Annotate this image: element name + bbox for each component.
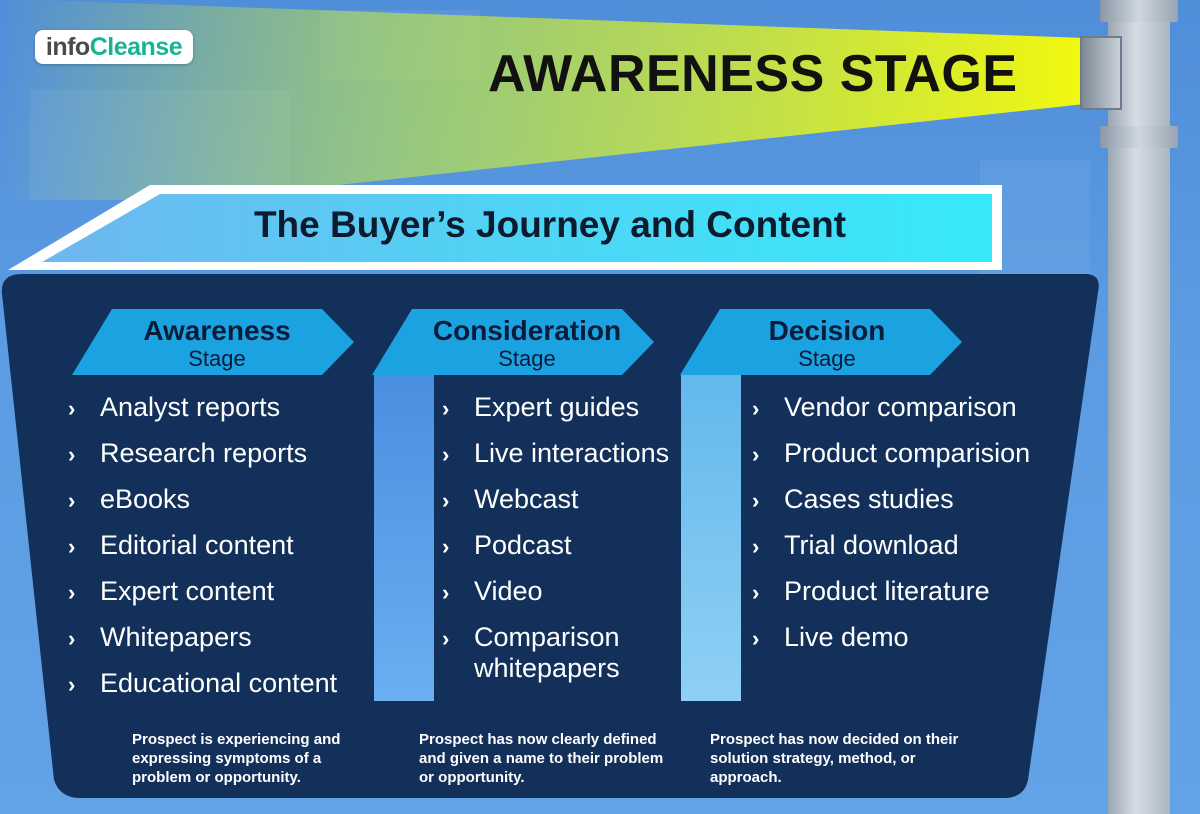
list-item: ›Webcast: [442, 484, 579, 514]
divider-bar: [681, 375, 741, 701]
awareness-description: Prospect is experiencing and expressing …: [132, 731, 341, 786]
chevron-right-icon: ›: [752, 580, 760, 605]
consideration-description: Prospect has now clearly defined and giv…: [419, 731, 664, 786]
chevron-right-icon: ›: [752, 626, 760, 651]
chevron-right-icon: ›: [442, 580, 450, 605]
list-item: ›Product literature: [752, 576, 990, 606]
awareness-stage-label: Awareness Stage: [112, 315, 322, 371]
lamp-head: [1080, 36, 1122, 110]
infocleanse-logo: infoCleanse: [35, 30, 193, 64]
list-item: ›Educational content: [68, 668, 338, 698]
chevron-right-icon: ›: [68, 672, 76, 697]
chevron-right-icon: ›: [752, 396, 760, 421]
stage-sub: Stage: [498, 346, 556, 371]
consideration-stage-arrow: [372, 309, 654, 375]
chevron-right-icon: ›: [442, 442, 450, 467]
list-item: ›Video: [442, 576, 543, 606]
chevron-right-icon: ›: [442, 396, 450, 421]
chevron-right-icon: ›: [68, 442, 76, 467]
consideration-content-list: ›Expert guides ›Live interactions ›Webca…: [442, 392, 682, 699]
list-item: ›Research reports: [68, 438, 308, 468]
chevron-right-icon: ›: [68, 580, 76, 605]
chevron-right-icon: ›: [68, 396, 76, 421]
chevron-right-icon: ›: [68, 626, 76, 651]
list-item: ›Podcast: [442, 530, 572, 560]
content-panel: [1, 274, 1099, 798]
list-item: ›Live demo: [752, 622, 909, 652]
decision-stage-arrow: [680, 309, 962, 375]
subtitle-banner: [8, 185, 1002, 270]
stage-name: Consideration: [432, 315, 622, 346]
decision-stage-label: Decision Stage: [722, 315, 932, 371]
chevron-right-icon: ›: [752, 534, 760, 559]
chevron-right-icon: ›: [68, 488, 76, 513]
decision-description: Prospect has now decided on their soluti…: [710, 731, 959, 786]
stage-name: Decision: [768, 315, 886, 346]
list-item: ›eBooks: [68, 484, 191, 514]
stage-sub: Stage: [798, 346, 856, 371]
subtitle: The Buyer’s Journey and Content: [253, 204, 847, 245]
awareness-content-list: ›Analyst reports ›Research reports ›eBoo…: [68, 392, 368, 714]
lamp-post-ring: [1100, 0, 1178, 22]
list-item: ›Trial download: [752, 530, 959, 560]
list-item: ›Comparison whitepapers: [442, 622, 620, 683]
list-item: ›Editorial content: [68, 530, 294, 560]
list-item: ›Expert guides: [442, 392, 640, 422]
chevron-right-icon: ›: [442, 626, 450, 651]
awareness-stage-arrow: [72, 309, 354, 375]
list-item: ›Product comparision: [752, 438, 1031, 468]
chevron-right-icon: ›: [442, 534, 450, 559]
chevron-right-icon: ›: [442, 488, 450, 513]
list-item: ›Expert content: [68, 576, 275, 606]
lamp-post-ring: [1100, 126, 1178, 148]
list-item: ›Whitepapers: [68, 622, 252, 652]
stage-sub: Stage: [188, 346, 246, 371]
list-item: ›Cases studies: [752, 484, 954, 514]
page-title: AWARENESS STAGE: [488, 45, 1018, 103]
list-item: ›Vendor comparison: [752, 392, 1017, 422]
chevron-right-icon: ›: [752, 488, 760, 513]
lamp-post: [1108, 0, 1170, 814]
list-item: ›Analyst reports: [68, 392, 281, 422]
consideration-stage-label: Consideration Stage: [414, 315, 640, 371]
divider-bar: [374, 375, 434, 701]
chevron-right-icon: ›: [68, 534, 76, 559]
chevron-right-icon: ›: [752, 442, 760, 467]
stage-name: Awareness: [143, 315, 291, 346]
light-beam: [0, 0, 1085, 200]
list-item: ›Live interactions: [442, 438, 670, 468]
decision-content-list: ›Vendor comparison ›Product comparision …: [752, 392, 1052, 668]
